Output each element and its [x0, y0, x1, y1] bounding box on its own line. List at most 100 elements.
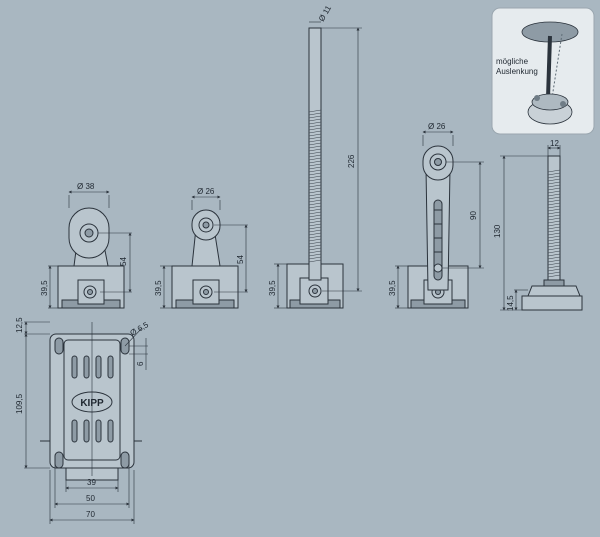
- inset-caption-line2: Auslenkung: [496, 67, 538, 76]
- thread-line: [547, 232, 561, 236]
- thread-line: [547, 235, 561, 239]
- dim-foot38-height: 54: [119, 257, 128, 266]
- thread-line: [308, 130, 322, 134]
- thread-line: [308, 139, 322, 143]
- thread-line: [547, 199, 561, 203]
- thread-line: [308, 238, 322, 242]
- dim-foot38-base: 39,5: [40, 280, 49, 296]
- thread-line: [547, 223, 561, 227]
- view-spindle: 12 130 14,5: [493, 139, 583, 311]
- thread-line: [547, 241, 561, 245]
- thread-line: [308, 199, 322, 203]
- thread-line: [547, 271, 561, 275]
- thread-line: [547, 238, 561, 242]
- thread-line: [547, 265, 561, 269]
- dim-plan-width-outer: 70: [86, 510, 95, 519]
- dim-slot-base: 39,5: [388, 280, 397, 296]
- thread-line: [308, 178, 322, 182]
- dim-foot26-diameter: Ø 26: [197, 187, 215, 196]
- thread-line: [308, 223, 322, 227]
- thread-line: [308, 172, 322, 176]
- thread-line: [308, 154, 322, 158]
- thread-line: [547, 193, 561, 197]
- thread-line: [547, 202, 561, 206]
- thread-line: [308, 112, 322, 116]
- inset-caption-line1: mögliche: [496, 57, 529, 66]
- dim-plan-hole-offset: 6: [136, 361, 145, 366]
- thread-line: [547, 253, 561, 257]
- thread-line: [308, 211, 322, 215]
- thread-line: [308, 124, 322, 128]
- thread-line: [308, 163, 322, 167]
- thread-line: [547, 205, 561, 209]
- thread-line: [308, 115, 322, 119]
- thread-line: [308, 205, 322, 209]
- thread-line: [308, 250, 322, 254]
- thread-line: [308, 157, 322, 161]
- thread-line: [547, 259, 561, 263]
- thread-line: [308, 220, 322, 224]
- thread-line: [547, 247, 561, 251]
- dim-plan-width-inner: 39: [87, 478, 96, 487]
- thread-line: [308, 148, 322, 152]
- thread-line: [547, 169, 561, 173]
- inset-deflection: mögliche Auslenkung: [491, 7, 595, 135]
- thread-line: [308, 247, 322, 251]
- thread-line: [308, 208, 322, 212]
- dim-spindle-height: 130: [493, 224, 502, 238]
- thread-line: [308, 142, 322, 146]
- dim-rod-diameter: Ø 11: [317, 4, 333, 23]
- thread-line: [308, 151, 322, 155]
- thread-line: [308, 259, 322, 263]
- thread-line: [308, 169, 322, 173]
- dim-foot38-diameter: Ø 38: [77, 182, 95, 191]
- dim-plan-hole: Ø 6,5: [129, 320, 151, 338]
- thread-line: [308, 166, 322, 170]
- thread-line: [547, 250, 561, 254]
- dim-foot26-height: 54: [236, 255, 245, 264]
- thread-line: [308, 109, 322, 113]
- dim-rod-base: 39,5: [268, 280, 277, 296]
- thread-line: [547, 211, 561, 215]
- thread-line: [308, 160, 322, 164]
- thread-line: [547, 274, 561, 278]
- thread-line: [308, 226, 322, 230]
- dim-rod-length: 226: [347, 154, 356, 168]
- thread-line: [308, 232, 322, 236]
- thread-line: [308, 118, 322, 122]
- thread-line: [308, 253, 322, 257]
- thread-line: [547, 184, 561, 188]
- thread-line: [308, 136, 322, 140]
- thread-line: [547, 256, 561, 260]
- thread-line: [547, 217, 561, 221]
- view-slot-arm: Ø 26 90 39,5: [388, 122, 484, 309]
- thread-line: [547, 262, 561, 266]
- view-foot-38: Ø 38 54 39,5: [40, 182, 132, 309]
- thread-line: [308, 127, 322, 131]
- thread-line: [547, 172, 561, 176]
- dim-plan-width-mid: 50: [86, 494, 95, 503]
- dim-slot-diameter: Ø 26: [428, 122, 446, 131]
- thread-line: [547, 196, 561, 200]
- dim-spindle-pad: 14,5: [506, 295, 515, 311]
- thread-line: [308, 256, 322, 260]
- thread-line: [547, 208, 561, 212]
- thread-line: [547, 190, 561, 194]
- thread-line: [547, 175, 561, 179]
- thread-line: [308, 181, 322, 185]
- thread-line: [308, 121, 322, 125]
- thread-line: [308, 175, 322, 179]
- thread-line: [308, 235, 322, 239]
- thread-line: [308, 145, 322, 149]
- thread-line: [308, 217, 322, 221]
- thread-line: [547, 181, 561, 185]
- thread-line: [547, 244, 561, 248]
- thread-line: [308, 193, 322, 197]
- thread-line: [547, 268, 561, 272]
- thread-line: [308, 244, 322, 248]
- dim-slot-height: 90: [469, 211, 478, 220]
- dim-foot26-base: 39,5: [154, 280, 163, 296]
- thread-line: [547, 214, 561, 218]
- thread-line: [308, 184, 322, 188]
